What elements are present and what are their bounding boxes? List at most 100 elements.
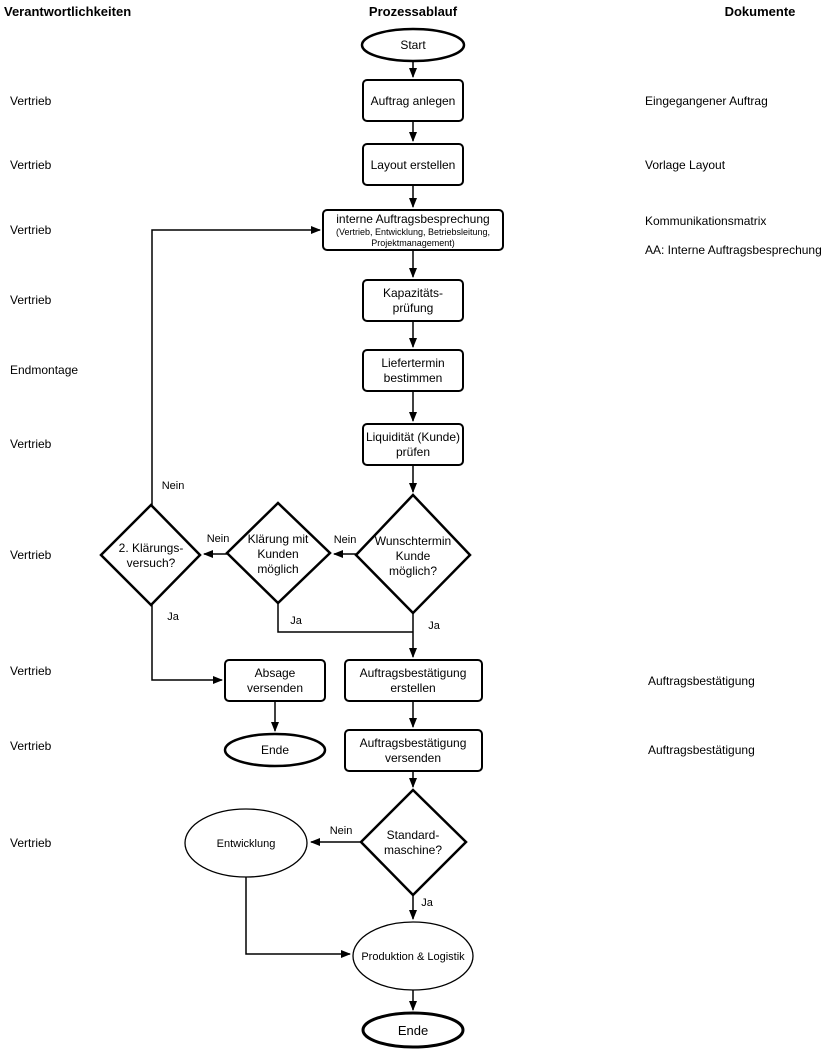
node-entwicklung: Entwicklung xyxy=(184,808,308,878)
document-label: Vorlage Layout xyxy=(645,158,726,172)
document-label: Auftragsbestätigung xyxy=(648,743,755,757)
interne-besprechung-shape xyxy=(322,209,504,251)
responsibility-label: Vertrieb xyxy=(10,437,52,451)
liquiditaet-label: Liquidität (Kunde) xyxy=(366,430,460,444)
node-bestaetigung-versenden: Auftragsbestätigung versenden xyxy=(344,729,483,772)
edge-label-standardmaschine-ja: Ja xyxy=(421,897,434,909)
node-wunschtermin-decision: Wunschtermin Kunde möglich? xyxy=(354,493,472,615)
layout-erstellen-label: Layout erstellen xyxy=(371,158,456,172)
wunschtermin-diamond-shape xyxy=(354,493,472,615)
responsibility-label: Vertrieb xyxy=(10,739,52,753)
klaerungsversuch-label: versuch? xyxy=(127,556,176,570)
entwicklung-ellipse-shape xyxy=(184,808,308,878)
produktion-logistik-label: Produktion & Logistik xyxy=(361,951,465,963)
interne-besprechung-sublabel: (Vertrieb, Entwicklung, Betriebsleitung, xyxy=(336,227,490,237)
auftrag-anlegen-shape xyxy=(362,79,464,122)
edge-label-standardmaschine-nein: Nein xyxy=(330,825,353,837)
klaerungsversuch-diamond-shape xyxy=(99,503,202,607)
liefertermin-label: bestimmen xyxy=(384,371,443,385)
kapazitaetspruefung-label: prüfung xyxy=(393,301,434,315)
responsibility-label: Vertrieb xyxy=(10,548,52,562)
klaerung-label: Klärung mit xyxy=(248,532,309,546)
absage-shape xyxy=(224,659,326,702)
kapazitaetspruefung-shape xyxy=(362,279,464,322)
node-kapazitaetspruefung: Kapazitäts- prüfung xyxy=(362,279,464,322)
node-liquiditaet: Liquidität (Kunde) prüfen xyxy=(362,423,464,466)
absage-label: versenden xyxy=(247,681,303,695)
document-label: Auftragsbestätigung xyxy=(648,674,755,688)
document-label: AA: Interne Auftragsbesprechung xyxy=(645,243,822,257)
klaerung-label: Kunden xyxy=(257,547,298,561)
bestaetigung-versenden-label: versenden xyxy=(385,751,441,765)
standardmaschine-label: Standard- xyxy=(387,828,440,842)
edge-label-klaerung-ja: Ja xyxy=(290,615,303,627)
wunschtermin-label: Wunschtermin xyxy=(375,534,451,548)
node-ende-absage: Ende xyxy=(223,732,327,768)
node-interne-besprechung: interne Auftragsbesprechung (Vertrieb, E… xyxy=(322,209,504,251)
klaerung-label: möglich xyxy=(257,562,298,576)
standardmaschine-label: maschine? xyxy=(384,843,442,857)
edge-entwicklung-to-produktion xyxy=(245,877,351,958)
start-terminator-shape xyxy=(360,27,466,63)
responsibility-label: Endmontage xyxy=(10,363,78,377)
wunschtermin-label: Kunde xyxy=(396,549,431,563)
auftrag-anlegen-label: Auftrag anlegen xyxy=(371,94,456,108)
ende-absage-label: Ende xyxy=(261,743,289,757)
node-start: Start xyxy=(360,27,466,63)
document-label: Eingegangener Auftrag xyxy=(645,94,768,108)
edge-klaerungsversuch-nein-loop xyxy=(151,226,321,505)
interne-besprechung-sublabel: Projektmanagement) xyxy=(371,238,455,248)
ende-absage-terminator-shape xyxy=(223,732,327,768)
node-ende: Ende xyxy=(361,1011,465,1049)
layout-erstellen-shape xyxy=(362,143,464,186)
liefertermin-label: Liefertermin xyxy=(381,356,444,370)
node-standardmaschine-decision: Standard- maschine? xyxy=(359,788,468,897)
node-auftrag-anlegen: Auftrag anlegen xyxy=(362,79,464,122)
wunschtermin-label: möglich? xyxy=(389,564,437,578)
edge-label-wunschtermin-nein: Nein xyxy=(334,534,357,546)
node-layout-erstellen: Layout erstellen xyxy=(362,143,464,186)
edge-klaerung-ja xyxy=(277,603,413,633)
bestaetigung-versenden-label: Auftragsbestätigung xyxy=(360,736,467,750)
column-header-process: Prozessablauf xyxy=(369,4,458,19)
standardmaschine-diamond-shape xyxy=(359,788,468,897)
edge-label-klaerung-nein: Nein xyxy=(207,533,230,545)
responsibility-label: Vertrieb xyxy=(10,223,52,237)
bestaetigung-versenden-shape xyxy=(344,729,483,772)
entwicklung-label: Entwicklung xyxy=(217,838,276,850)
edge-klaerungsversuch-ja xyxy=(151,605,223,684)
column-header-documents: Dokumente xyxy=(725,4,796,19)
start-label: Start xyxy=(400,38,426,52)
node-absage: Absage versenden xyxy=(224,659,326,702)
interne-besprechung-label: interne Auftragsbesprechung xyxy=(336,212,489,226)
document-label: Kommunikationsmatrix xyxy=(645,214,766,228)
bestaetigung-erstellen-shape xyxy=(344,659,483,702)
ende-label: Ende xyxy=(398,1023,428,1038)
responsibility-label: Vertrieb xyxy=(10,836,52,850)
column-header-responsibilities: Verantwortlichkeiten xyxy=(4,4,131,19)
node-klaerung-decision: Klärung mit Kunden möglich xyxy=(225,501,332,605)
responsibility-label: Vertrieb xyxy=(10,158,52,172)
bestaetigung-erstellen-label: erstellen xyxy=(390,681,435,695)
edge-label-klaerungsversuch-nein: Nein xyxy=(162,480,185,492)
node-produktion-logistik: Produktion & Logistik xyxy=(352,921,474,991)
responsibility-label: Vertrieb xyxy=(10,293,52,307)
node-klaerungsversuch-decision: 2. Klärungs- versuch? xyxy=(99,503,202,607)
responsibility-label: Vertrieb xyxy=(10,664,52,678)
edge-label-klaerungsversuch-ja: Ja xyxy=(167,611,180,623)
responsibility-label: Vertrieb xyxy=(10,94,52,108)
edge-label-wunschtermin-ja: Ja xyxy=(428,620,441,632)
kapazitaetspruefung-label: Kapazitäts- xyxy=(383,286,443,300)
liefertermin-shape xyxy=(362,349,464,392)
node-liefertermin: Liefertermin bestimmen xyxy=(362,349,464,392)
node-bestaetigung-erstellen: Auftragsbestätigung erstellen xyxy=(344,659,483,702)
absage-label: Absage xyxy=(255,666,296,680)
produktion-logistik-ellipse-shape xyxy=(352,921,474,991)
ende-terminator-shape xyxy=(361,1011,465,1049)
liquiditaet-label: prüfen xyxy=(396,445,430,459)
liquiditaet-shape xyxy=(362,423,464,466)
klaerung-diamond-shape xyxy=(225,501,332,605)
klaerungsversuch-label: 2. Klärungs- xyxy=(119,541,184,555)
